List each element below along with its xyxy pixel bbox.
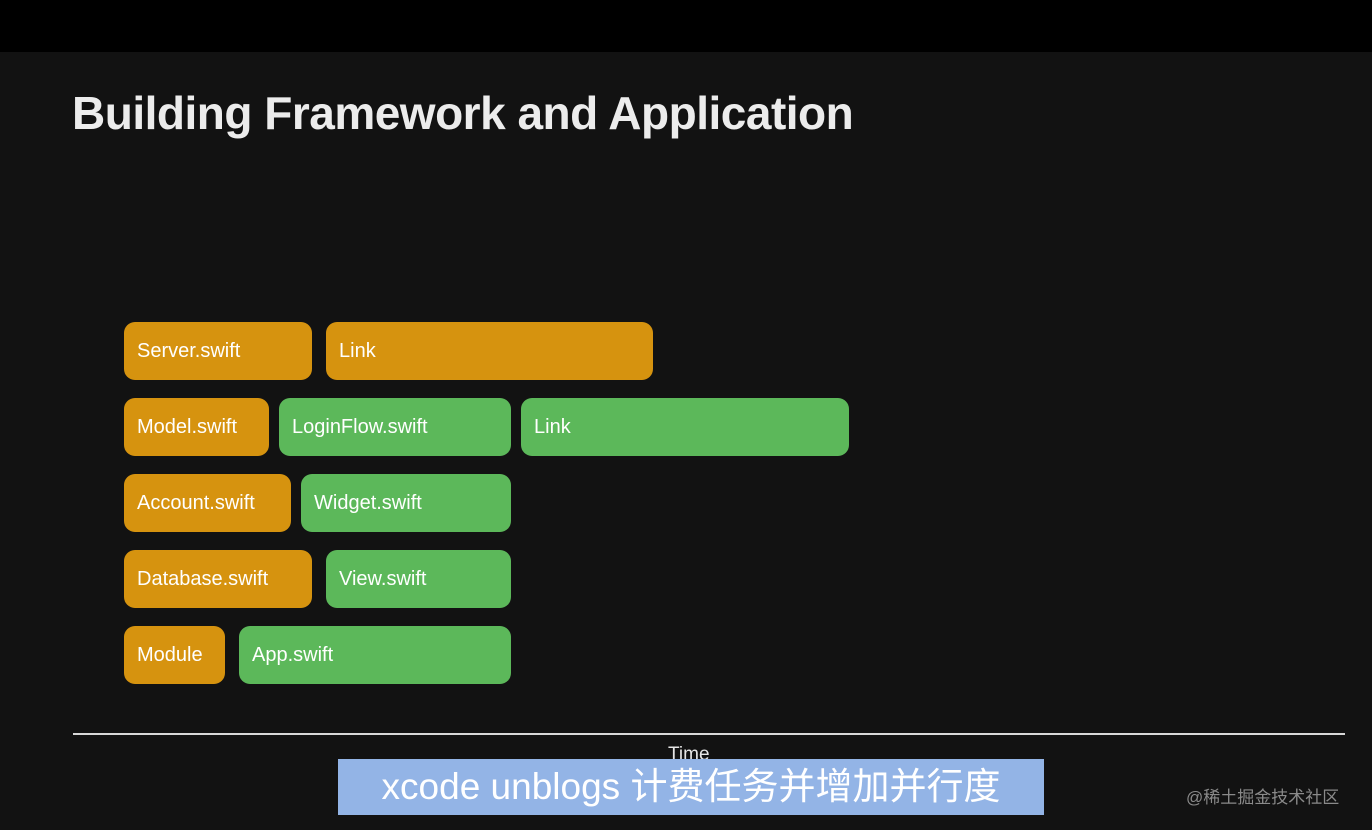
task-app-link: Link [521, 398, 849, 456]
task-model-swift: Model.swift [124, 398, 269, 456]
task-database-swift: Database.swift [124, 550, 312, 608]
task-framework-link: Link [326, 322, 653, 380]
task-loginflow-swift: LoginFlow.swift [279, 398, 511, 456]
time-axis-line [73, 733, 1345, 735]
slide-title: Building Framework and Application [72, 87, 854, 139]
video-subtitle: xcode unblogs 计费任务并增加并行度 [338, 759, 1044, 815]
task-view-swift: View.swift [326, 550, 511, 608]
top-letterbox-bar [0, 0, 1372, 52]
task-server-swift: Server.swift [124, 322, 312, 380]
task-app-swift: App.swift [239, 626, 511, 684]
watermark: @稀土掘金技术社区 [1186, 788, 1340, 807]
task-widget-swift: Widget.swift [301, 474, 511, 532]
task-module: Module [124, 626, 225, 684]
task-account-swift: Account.swift [124, 474, 291, 532]
